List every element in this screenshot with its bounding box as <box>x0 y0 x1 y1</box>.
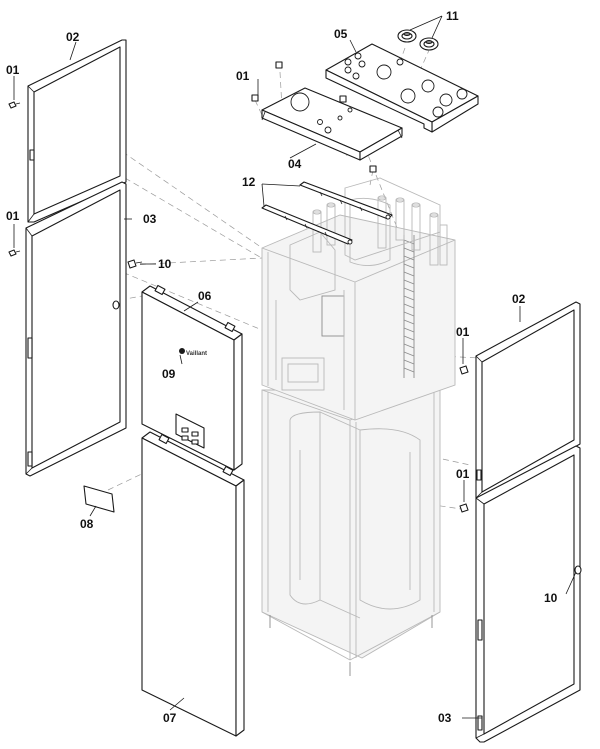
callout-02-left: 02 <box>66 30 80 44</box>
left-screws-01 <box>8 101 21 257</box>
lower-front-panel-07 <box>141 431 245 737</box>
left-screw-10 <box>127 259 143 269</box>
callout-10-left: 10 <box>158 257 172 271</box>
label-plate-08 <box>83 485 115 513</box>
callout-03-right: 03 <box>438 711 452 725</box>
upper-front-panel-06: Vaillant <box>141 284 243 471</box>
unit-chassis <box>261 177 456 676</box>
left-lower-side-panel-03 <box>25 181 127 477</box>
coil <box>403 235 415 378</box>
callout-06: 06 <box>198 289 212 303</box>
callout-07: 07 <box>163 711 177 725</box>
callout-01-top: 01 <box>236 69 250 83</box>
screw-group-04 <box>251 61 377 173</box>
callout-01-lower-left: 01 <box>6 209 20 223</box>
right-lower-side-panel-03 <box>475 445 582 743</box>
callout-09: 09 <box>162 367 176 381</box>
callout-05: 05 <box>334 27 348 41</box>
top-plate-05 <box>325 43 479 133</box>
leader-lines <box>13 15 577 719</box>
top-cover-04 <box>261 87 403 161</box>
callout-01-upper-right: 01 <box>456 325 470 339</box>
left-upper-side-panel-02 <box>27 39 127 223</box>
callout-10-right: 10 <box>544 591 558 605</box>
right-upper-side-panel-02 <box>475 301 581 501</box>
callouts: 01 01 01 01 01 02 02 03 03 04 05 06 07 0… <box>6 9 558 725</box>
callout-04: 04 <box>288 157 302 171</box>
callout-11: 11 <box>446 9 459 23</box>
callout-01-lower-right: 01 <box>456 467 470 481</box>
callout-08: 08 <box>80 517 94 531</box>
callout-03-left: 03 <box>143 212 157 226</box>
right-screws-01 <box>459 365 469 513</box>
front-panel-logo: Vaillant <box>186 351 207 357</box>
callout-02-right: 02 <box>512 292 526 306</box>
bracket-rail-12 <box>261 181 393 245</box>
callout-01-upper-left: 01 <box>6 63 20 77</box>
callout-12: 12 <box>242 175 256 189</box>
grommets-11 <box>397 29 439 51</box>
